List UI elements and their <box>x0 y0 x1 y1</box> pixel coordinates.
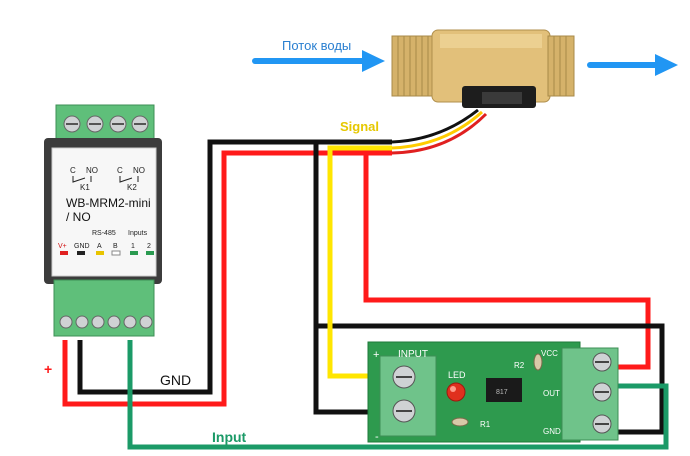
k2-c: C <box>117 166 123 175</box>
board-plus-mark: + <box>373 349 379 361</box>
flow-label: Поток воды <box>282 38 351 53</box>
k2-no: NO <box>133 166 145 175</box>
sensor-cable <box>391 108 488 155</box>
module-name-line2: / NO <box>66 210 91 224</box>
red-wire-power <box>62 150 392 407</box>
red-wire-vcc <box>363 150 651 370</box>
led-label: LED <box>448 370 466 380</box>
gnd-label: GND <box>160 372 191 388</box>
black-wire-gnd <box>77 139 392 395</box>
vcc-label: VCC <box>541 349 558 358</box>
k1-c: C <box>70 166 76 175</box>
board-gnd-label: GND <box>543 427 561 436</box>
k2-id: K2 <box>127 183 137 192</box>
yellow-wire-signal <box>327 145 400 379</box>
relay-module: C NO K1 C NO K2 WB-MRM2-mini / NO RS-485… <box>44 104 162 337</box>
out-label: OUT <box>543 389 560 398</box>
r2-label: R2 <box>514 361 525 370</box>
signal-label: Signal <box>340 119 379 134</box>
in1-pin-label: 1 <box>131 243 135 250</box>
module-name-line1: WB-MRM2-mini <box>66 196 151 210</box>
black-wire-input-minus <box>313 139 405 415</box>
in2-pin-label: 2 <box>147 243 151 250</box>
b-pin-label: B <box>113 243 118 250</box>
flow-in-arrow <box>252 50 385 72</box>
opto-board: INPUT + - LED R1 817 R2 VCC OUT GND <box>367 341 619 443</box>
gnd-pin-label: GND <box>74 243 90 250</box>
flow-sensor <box>391 29 575 108</box>
plus-label: + <box>44 361 52 377</box>
flow-out-arrow <box>587 54 678 76</box>
input-label: Input <box>212 429 247 445</box>
black-wire-board-gnd <box>316 323 665 435</box>
r1-label: R1 <box>480 420 491 429</box>
board-input-label: INPUT <box>398 349 428 360</box>
top-screws <box>63 115 149 133</box>
rs485-label: RS-485 <box>92 230 116 237</box>
bottom-screws <box>59 315 153 329</box>
inputs-label: Inputs <box>128 230 148 237</box>
chip-text: 817 <box>496 389 508 396</box>
vplus-label: V+ <box>58 243 67 250</box>
green-wire-input <box>127 340 669 450</box>
board-minus-mark: - <box>375 431 379 443</box>
k1-no: NO <box>86 166 98 175</box>
a-pin-label: A <box>97 243 102 250</box>
k1-id: K1 <box>80 183 90 192</box>
